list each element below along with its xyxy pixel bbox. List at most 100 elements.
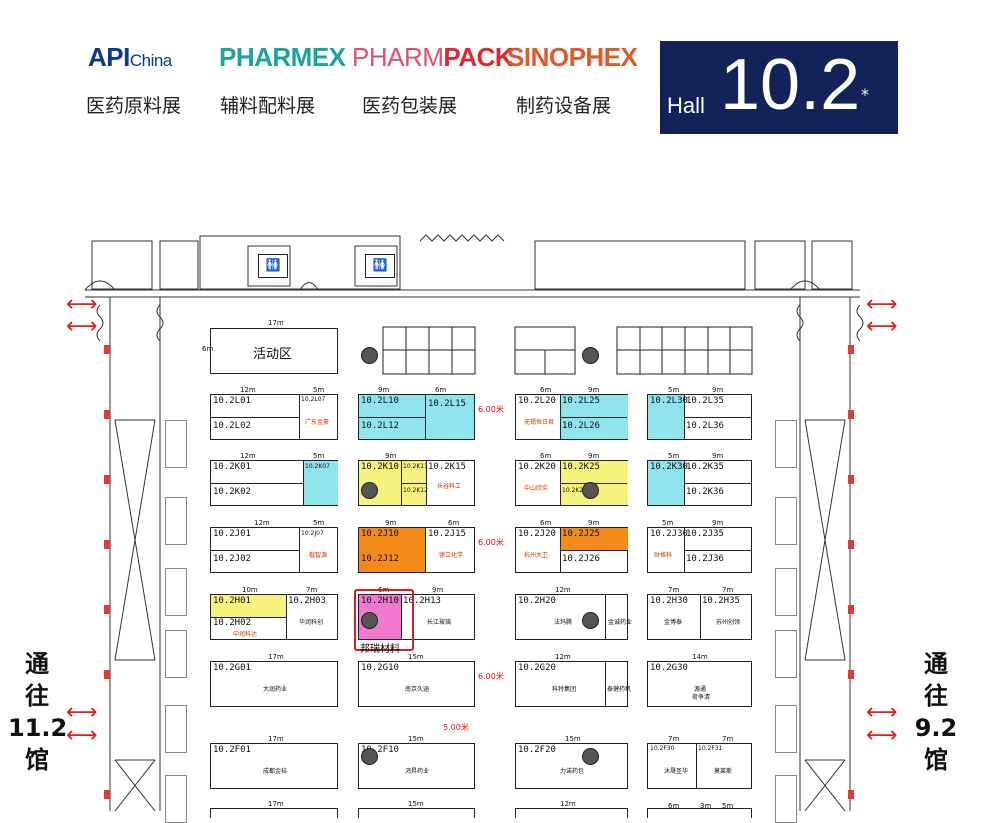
column-icon: [582, 612, 599, 629]
booth-code: 10.2F10: [361, 745, 399, 755]
label-char: 通: [25, 650, 49, 678]
booth-code: 10.2L35: [686, 396, 724, 406]
booth-block-H1[interactable]: 10.2H01 10.2H02 中润科达 10.2H03 华润科创: [210, 594, 338, 640]
company-name: 法玛腾: [554, 619, 573, 626]
booth-block-K1[interactable]: 10.2K01 10.2K02 10.2K07: [210, 460, 338, 506]
dim-label: 15m: [565, 735, 581, 743]
label-char: 11.2: [8, 714, 68, 742]
booth-block-L2[interactable]: 10.2L10 10.2L12 10.2L15: [358, 394, 475, 440]
column-icon: [361, 612, 378, 629]
column-icon: [582, 748, 599, 765]
booth-code: 10.2G20: [518, 663, 556, 673]
booth-block-L4[interactable]: 10.2L30 10.2L35 10.2L36: [647, 394, 752, 440]
company-name: 长江玻璃: [427, 619, 452, 626]
brand-pharmex-cn: 辅料配料展: [220, 95, 316, 117]
company-name: 财格科: [654, 552, 673, 559]
dim-label: 9m: [588, 452, 600, 460]
company-name: 中山欣实: [524, 485, 549, 492]
booth-block-H3[interactable]: 10.2H20 法玛腾 金诚药业: [515, 594, 632, 640]
dim-label: 9m: [385, 519, 397, 527]
dim-label: 5m: [668, 452, 680, 460]
booth-block-F3[interactable]: 10.2F20 力诺药包: [515, 743, 628, 789]
booth-code: 10.2K12: [403, 487, 428, 494]
side-stand: [775, 630, 797, 678]
dim-label: 5m: [722, 802, 734, 810]
label-char: 馆: [25, 746, 49, 774]
booth-block-G4[interactable]: 10.2G30 源通 荷争清: [647, 661, 752, 707]
booth-code: 10.2K01: [213, 462, 251, 472]
company-name: 成都金桔: [263, 768, 288, 775]
door-marker: [104, 410, 110, 419]
booth-block-G3[interactable]: 10.2G20 科特集团 泰健药机: [515, 661, 631, 707]
booth-code: 10.2H02: [213, 618, 251, 628]
booth-code: 10.2K07: [305, 463, 330, 470]
booth-block-L3[interactable]: 10.2L20 无锡恒日君 10.2L25 10.2L26: [515, 394, 628, 440]
booth-block-E1[interactable]: [210, 808, 338, 818]
booth-block-K4[interactable]: 10.2K30 10.2K35 10.2K36: [647, 460, 752, 506]
booth-code: 10.2K15: [428, 462, 466, 472]
dim-label: 12m: [240, 452, 256, 460]
booth-block-G1[interactable]: 10.2G01 大润药业: [210, 661, 338, 707]
brand-api-text: API: [88, 42, 130, 72]
dim-label: 12m: [555, 653, 571, 661]
double-arrow-icon: ⟷: [66, 723, 98, 748]
booth-block-J1[interactable]: 10.2J01 10.2J02 10.2J07 楷智源: [210, 527, 338, 573]
hall-star: *: [861, 85, 869, 104]
dim-label: 9m: [712, 519, 724, 527]
booth-code: 10.2K26: [562, 487, 587, 494]
booth-block-G2[interactable]: 10.2G10 南京久涵: [358, 661, 475, 707]
activity-label: 活动区: [253, 347, 293, 362]
activity-area: 6m 活动区: [202, 328, 338, 374]
dim-label: 15m: [408, 735, 424, 743]
booth-block-F2[interactable]: 10.2F10 鸿昇药业: [358, 743, 475, 789]
dim-label: 12m: [555, 586, 571, 594]
dim-label: 17m: [268, 735, 284, 743]
side-stand: [165, 497, 187, 545]
company-name: 南京久涵: [405, 686, 430, 693]
dim-label: 14m: [692, 653, 708, 661]
booth-code: 10.2J20: [518, 529, 556, 539]
booth-code: 10.2K11: [403, 463, 428, 470]
company-name: 力诺药包: [560, 768, 585, 775]
booth-code: 10.2G01: [213, 663, 251, 673]
booth-block-K2[interactable]: 10.2K10 10.2K11 10.2K12 10.2K15 长谷科工: [358, 460, 475, 506]
company-name: 科特集团: [552, 686, 577, 693]
to-hall-9-2-label: 通 往 9.2 馆: [906, 648, 966, 776]
company-name: 金博泰: [664, 619, 683, 626]
booth-code: 10.2F30: [650, 745, 675, 752]
dim-label: 9m: [385, 452, 397, 460]
company-name: 邦瑞材料: [360, 644, 400, 655]
booth-block-E2[interactable]: [358, 808, 475, 818]
booth-block-F4[interactable]: 10.2F30 10.2F31 沐晟圣华 莫莱斯: [647, 743, 752, 789]
booth-code: 10.2H10: [361, 596, 399, 606]
side-stand: [775, 568, 797, 616]
booth-block-E4[interactable]: [647, 808, 752, 818]
door-marker: [848, 475, 854, 484]
booth-block-H4[interactable]: 10.2H30 10.2H35 金博泰 苏州创领: [647, 594, 752, 640]
booth-block-J2[interactable]: 10.2J10 10.2J12 10.2J15 德立化学: [358, 527, 475, 573]
booth-code: 10.2J10: [361, 529, 399, 539]
column-icon: [361, 347, 378, 364]
label-char: 往: [924, 682, 948, 710]
dim-label: 9m: [588, 519, 600, 527]
booth-block-F1[interactable]: 10.2F01 成都金桔: [210, 743, 338, 789]
booth-block-J3[interactable]: 10.2J20 杭州大卫 10.2J25 10.2J26: [515, 527, 628, 573]
booth-code: 10.2J07: [301, 530, 324, 537]
brand-pharm-text: PHARM: [352, 42, 444, 72]
door-marker: [848, 605, 854, 614]
booth-code: 10.2J15: [428, 529, 466, 539]
door-marker: [104, 540, 110, 549]
booth-block-E3[interactable]: [515, 808, 628, 818]
activity-dim: 17m: [268, 319, 284, 327]
booth-block-K3[interactable]: 10.2K20 中山欣实 10.2K25 10.2K26: [515, 460, 628, 506]
door-marker: [848, 540, 854, 549]
booth-block-J4[interactable]: 10.2J30 财格科 10.2J35 10.2J36: [647, 527, 752, 573]
booth-code: 10.2H13: [403, 596, 441, 606]
dim-label: 5m: [313, 519, 325, 527]
brand-apichina: APIChina: [88, 42, 172, 73]
booth-block-L1[interactable]: 10.2L01 10.2L02 10.2L07 广东金豪: [210, 394, 338, 440]
aisle-width-note: 6.00米: [478, 672, 504, 681]
door-marker: [104, 790, 110, 799]
company-name: 苏州创领: [716, 619, 741, 626]
